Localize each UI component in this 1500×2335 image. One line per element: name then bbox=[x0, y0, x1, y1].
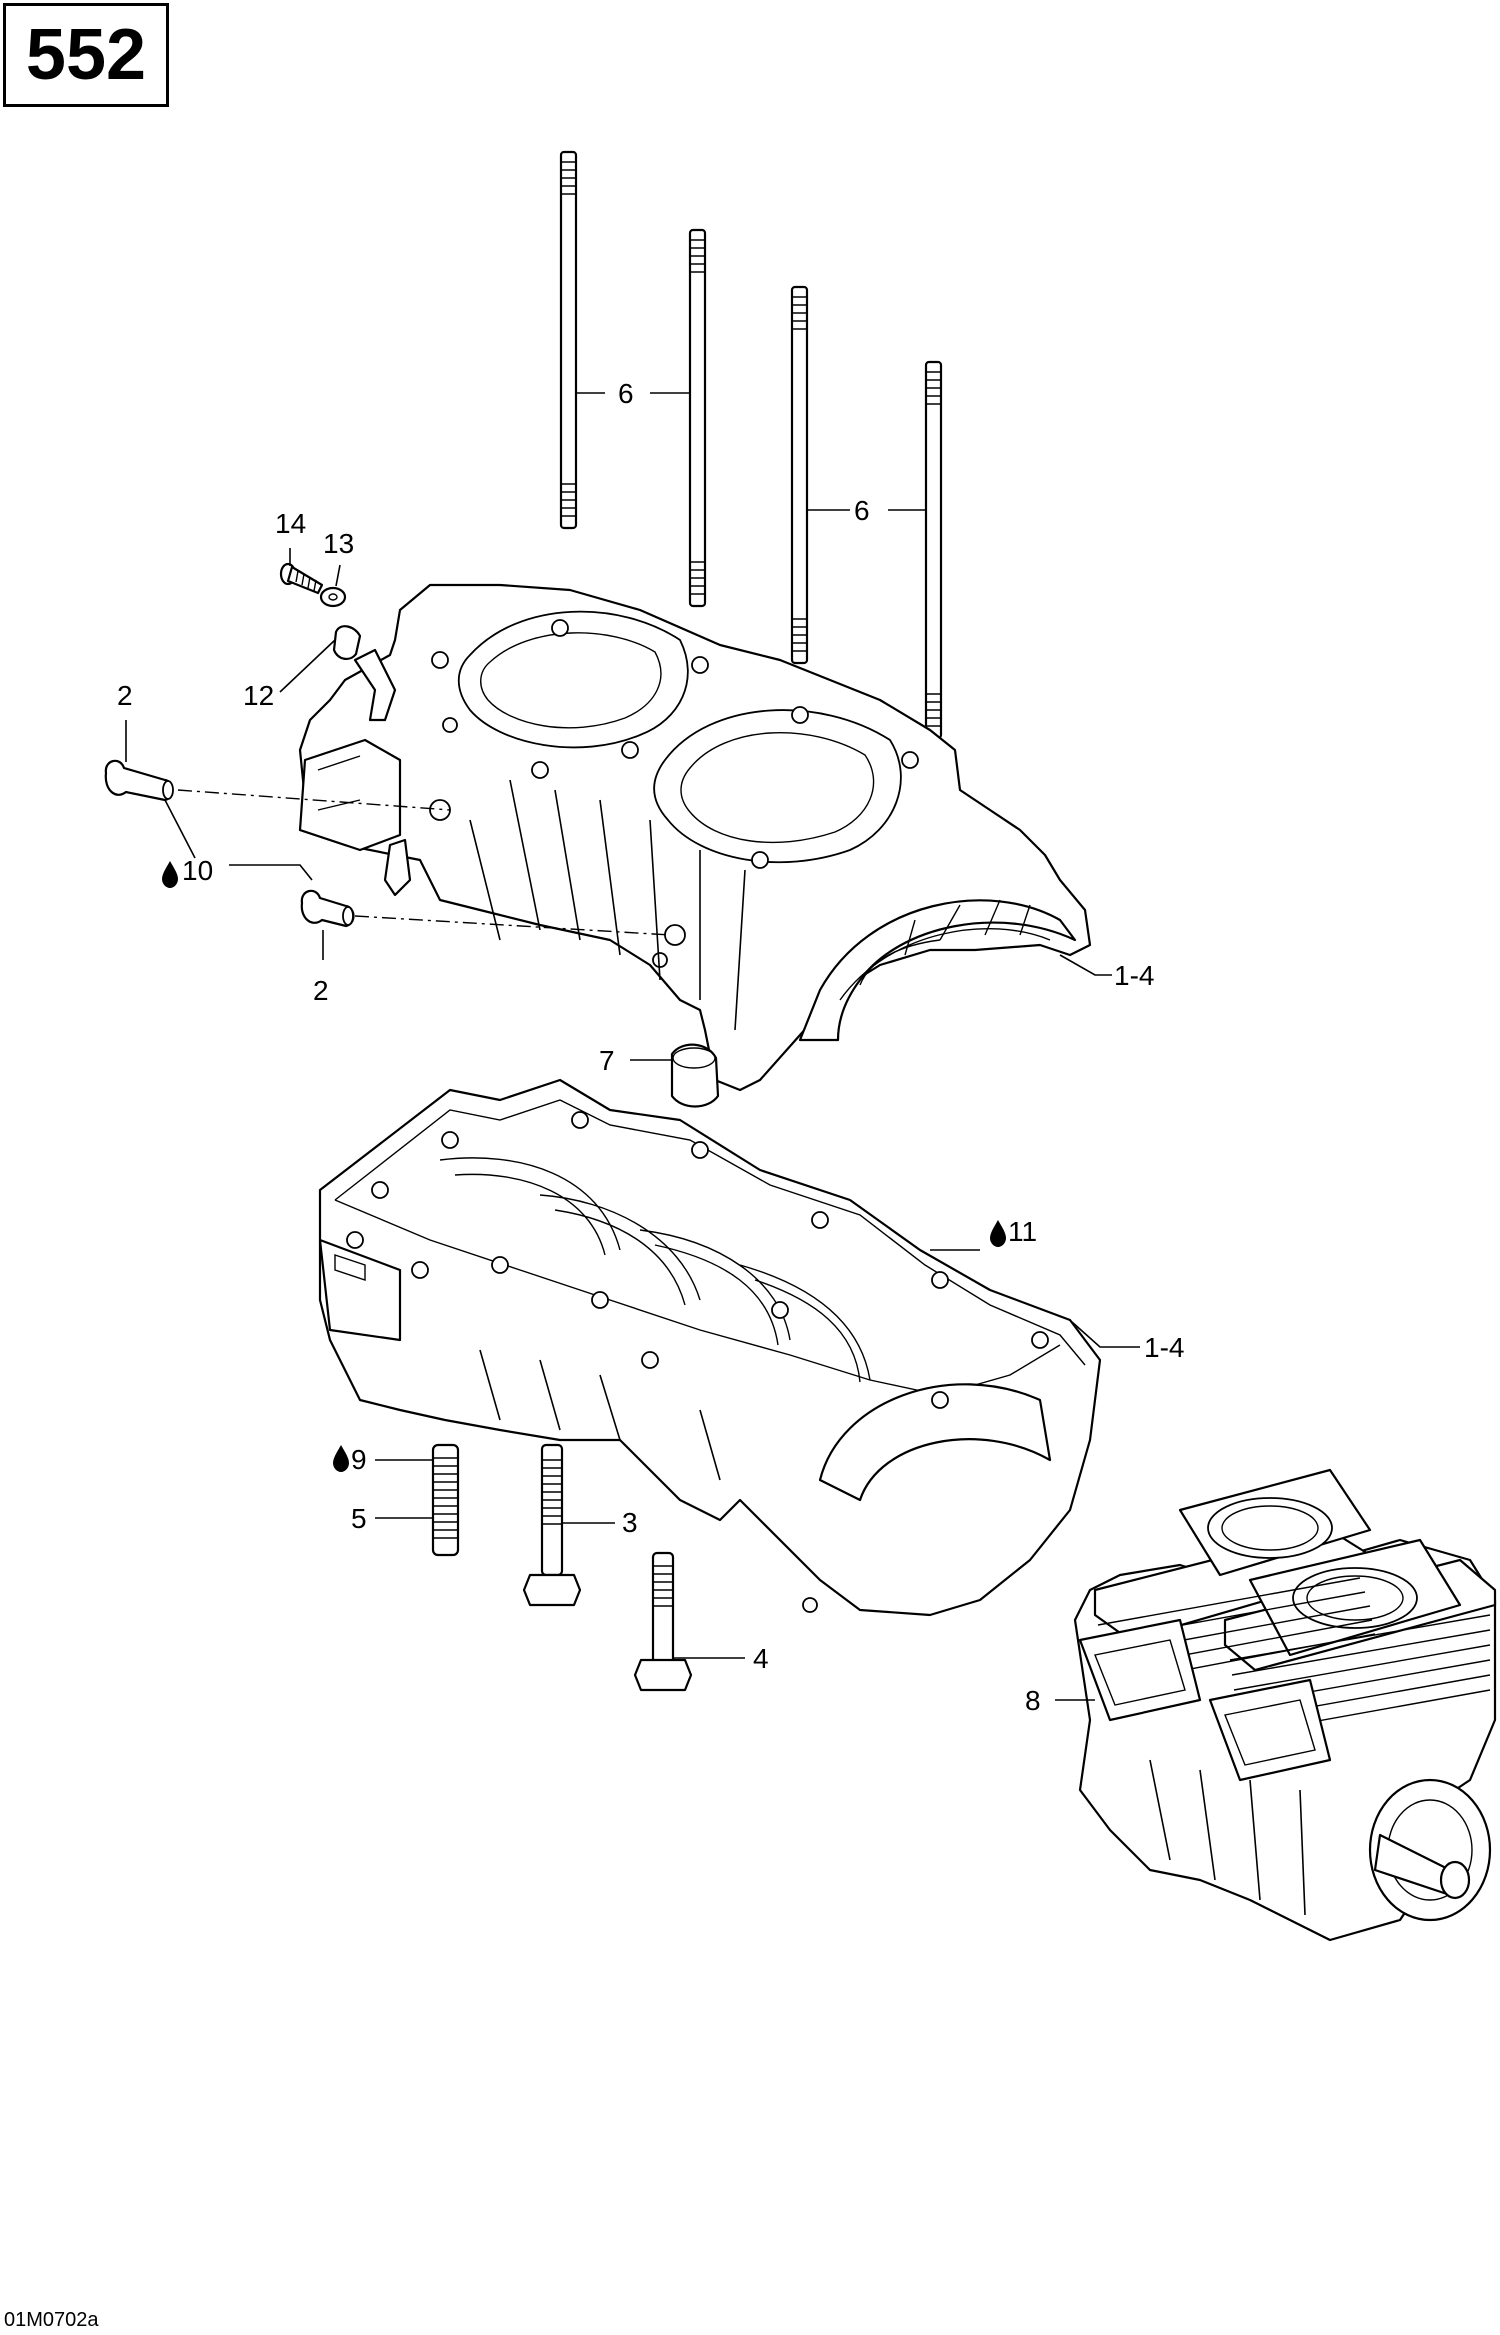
callout-8: 8 bbox=[1025, 1685, 1041, 1716]
callout-4: 4 bbox=[753, 1643, 769, 1674]
callout-5: 5 bbox=[351, 1503, 367, 1534]
callout-2-bottom: 2 bbox=[313, 975, 329, 1006]
leader-lines bbox=[125, 392, 1140, 1701]
callout-1-4-bottom: 1-4 bbox=[1144, 1332, 1184, 1363]
oil-drop-icon bbox=[333, 1445, 349, 1472]
callout-9: 9 bbox=[351, 1444, 367, 1475]
page-number: 552 bbox=[25, 15, 147, 95]
callout-14: 14 bbox=[275, 508, 306, 539]
lower-crankcase-half bbox=[318, 1078, 1102, 1617]
oil-drop-icon bbox=[990, 1220, 1006, 1247]
stud-6-c bbox=[790, 285, 809, 665]
engine-assembly-8 bbox=[1073, 1468, 1497, 1942]
stud-5 bbox=[431, 1443, 460, 1557]
oil-drop-icon bbox=[162, 861, 178, 888]
sleeve-7 bbox=[670, 1043, 720, 1108]
page-number-box: 552 bbox=[3, 3, 169, 107]
screw-14 bbox=[279, 562, 324, 595]
callout-3: 3 bbox=[622, 1507, 638, 1538]
callout-2-top: 2 bbox=[117, 680, 133, 711]
figure-code: 01M0702a bbox=[4, 2309, 99, 2331]
callout-11: 11 bbox=[1008, 1216, 1037, 1247]
callout-12: 12 bbox=[243, 680, 274, 711]
washer-13 bbox=[319, 586, 347, 608]
callout-1-4-top: 1-4 bbox=[1114, 960, 1154, 991]
callout-6-right: 6 bbox=[854, 495, 870, 526]
bolt-3 bbox=[522, 1443, 582, 1607]
washer-13-hole bbox=[328, 593, 338, 601]
callout-10: 10 bbox=[182, 855, 213, 886]
plug-12 bbox=[332, 625, 362, 660]
callout-13: 13 bbox=[323, 528, 354, 559]
fitting-2-top bbox=[104, 759, 174, 802]
callout-7: 7 bbox=[599, 1045, 615, 1076]
bolt-4 bbox=[633, 1551, 693, 1692]
callout-6-left: 6 bbox=[618, 378, 634, 409]
stud-6-a bbox=[559, 150, 578, 530]
stud-6-d bbox=[924, 360, 943, 740]
fitting-2-bottom bbox=[300, 889, 355, 928]
upper-crankcase-half bbox=[298, 583, 1092, 1092]
stud-6-b bbox=[688, 228, 707, 608]
